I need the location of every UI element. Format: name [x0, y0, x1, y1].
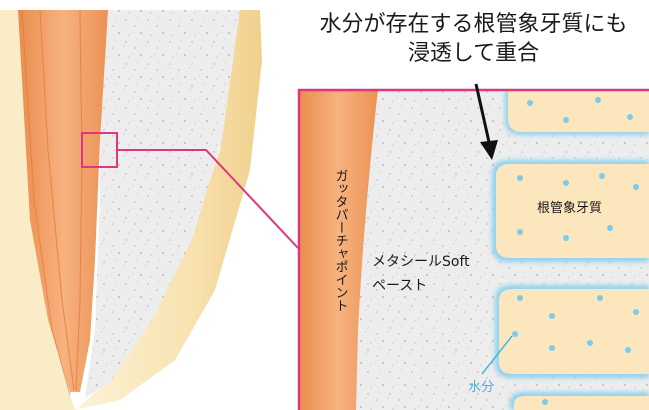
dentin-label: 根管象牙質	[537, 201, 603, 216]
paste-label-line-2: ペースト	[372, 278, 428, 294]
tooth-dentin-right	[75, 10, 262, 410]
root-canal-paste	[85, 10, 240, 398]
headline-line-2: 浸透して重合	[407, 41, 540, 66]
callout-arrow	[474, 83, 498, 160]
gutta-percha-label: ガッタパーチャポイント	[332, 168, 348, 312]
dentin-tubule-1	[505, 89, 649, 135]
gutta-percha-strip	[298, 89, 378, 410]
dentin-tubule-4	[510, 392, 649, 410]
tooth-dentin-outer	[0, 10, 75, 410]
paste-label-line-1: メタシールSoft	[372, 254, 470, 270]
paste-label: メタシールSoft ペースト	[372, 250, 470, 298]
magnified-view	[298, 89, 649, 410]
headline-line-1: 水分が存在する根管象牙質にも	[319, 12, 628, 37]
gutta-percha-cone	[18, 10, 108, 392]
dentin-tubule-2	[492, 160, 649, 262]
water-pointer-line	[481, 335, 513, 375]
zoom-connector	[117, 149, 299, 249]
tooth-section	[0, 9, 262, 410]
water-label: 水分	[468, 380, 495, 395]
dentin-tubule-3	[495, 285, 649, 378]
headline: 水分が存在する根管象牙質にも 浸透して重合	[298, 10, 649, 68]
magnified-frame	[297, 88, 649, 410]
water-droplets	[512, 97, 639, 405]
